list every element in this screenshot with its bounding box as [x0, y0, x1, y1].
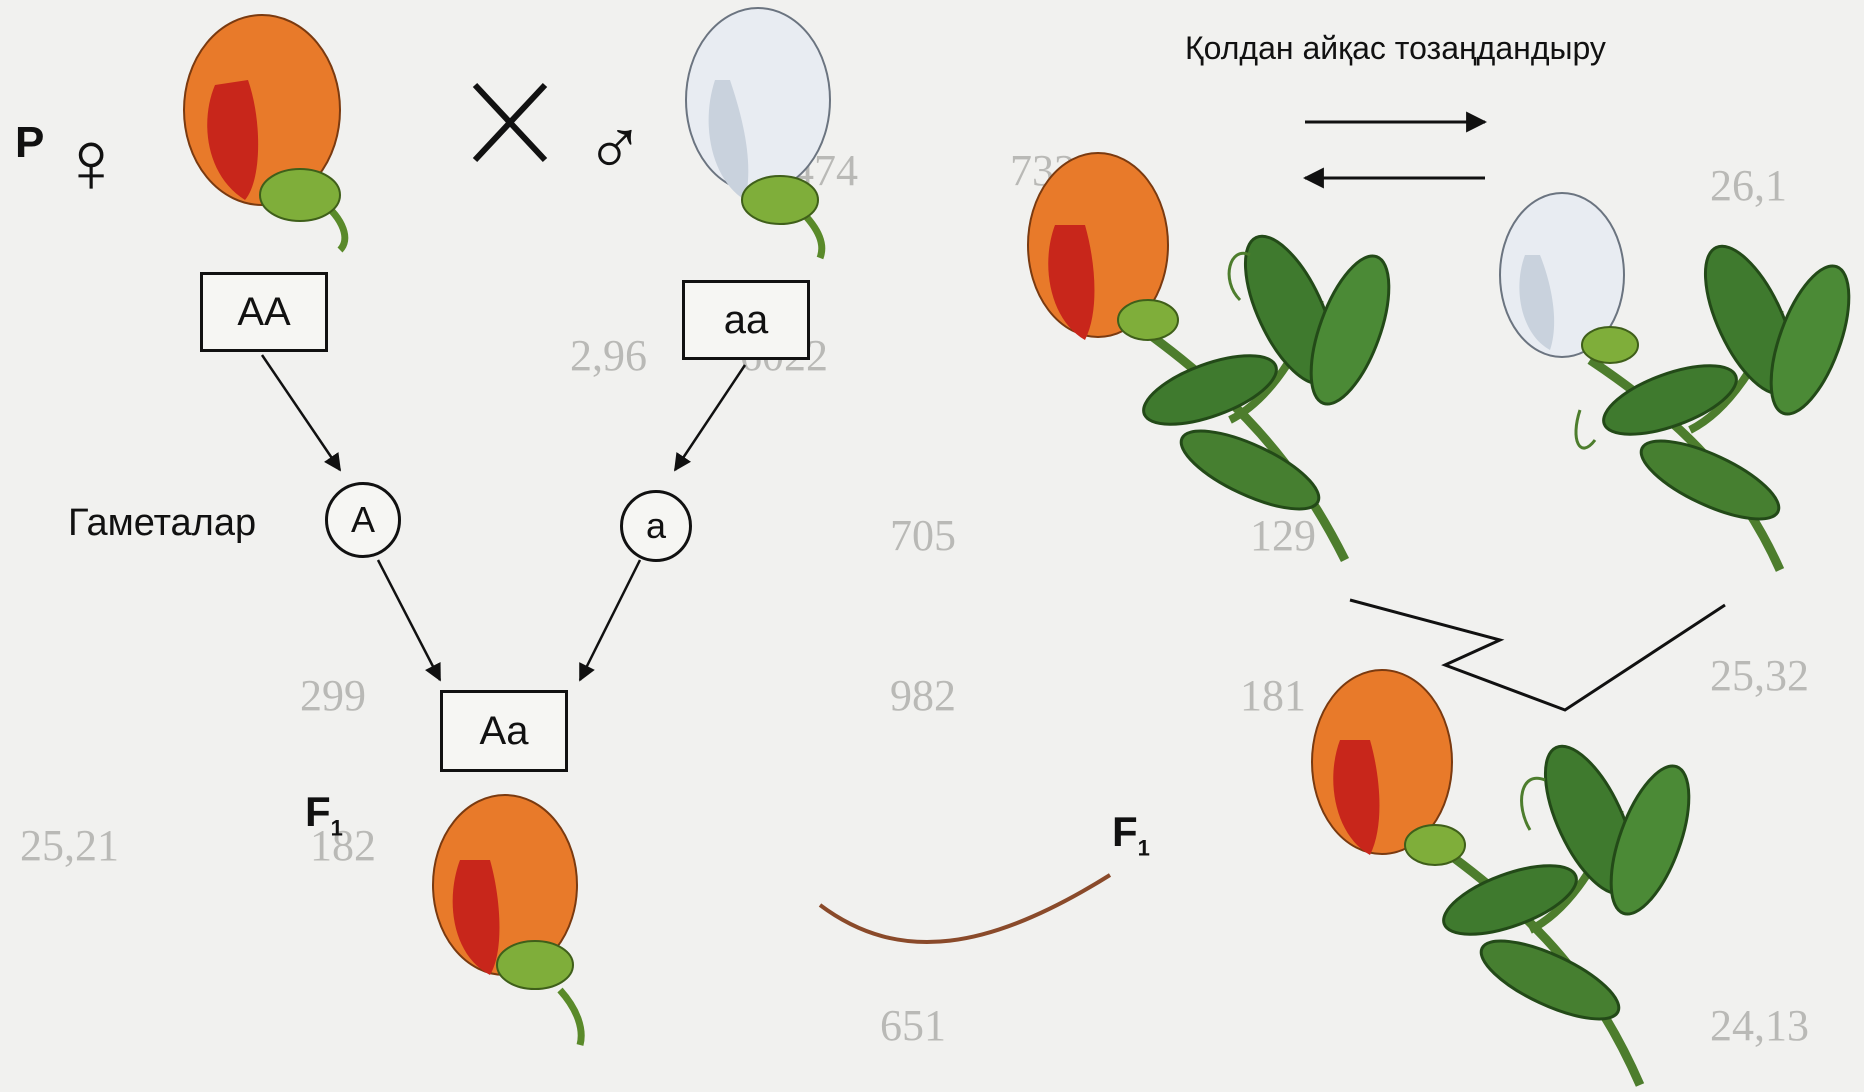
diagram-title: Қолдан айқас тозаңдандыру	[1185, 30, 1606, 67]
arrow-gamete-male-to-offspring	[580, 560, 640, 680]
plant-orange-flower-icon	[1028, 153, 1405, 560]
male-symbol-icon: ♂	[585, 108, 645, 188]
parent-generation-label: P	[15, 118, 44, 168]
female-genotype-box: AA	[200, 272, 328, 352]
offspring-generation-label-left: F1	[305, 788, 343, 841]
offspring-plant-right-icon	[1312, 670, 1705, 1085]
arrow-parent-male-to-gamete	[675, 365, 745, 470]
male-genotype-box: aa	[682, 280, 810, 360]
female-gamete-circle: A	[325, 482, 401, 558]
offspring-generation-label-right: F1	[1112, 808, 1150, 861]
offspring-flower-left-icon	[433, 795, 581, 1045]
female-symbol-icon: ♀	[58, 118, 124, 206]
male-parent-flower-icon	[686, 8, 830, 258]
female-parent-flower-icon	[184, 15, 345, 250]
plant-white-flower-icon	[1500, 193, 1864, 570]
brace-line	[820, 875, 1110, 942]
arrow-parent-female-to-gamete	[262, 355, 340, 470]
cross-mark-icon	[475, 85, 545, 160]
offspring-genotype-box: Aa	[440, 690, 568, 772]
gametes-label: Гаметалар	[68, 502, 256, 545]
male-gamete-circle: a	[620, 490, 692, 562]
arrow-gamete-female-to-offspring	[378, 560, 440, 680]
